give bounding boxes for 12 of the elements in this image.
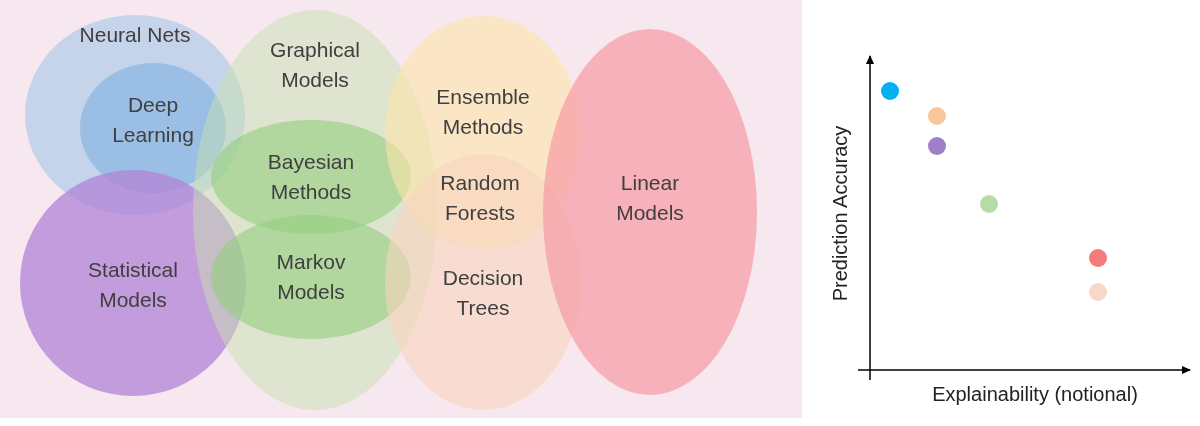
region-label: Decision Trees (441, 265, 525, 321)
region-label: Graphical Models (269, 37, 361, 93)
region-label: Bayesian Methods (266, 149, 356, 205)
region-label: Deep Learning (111, 92, 195, 148)
region-label: Markov Models (275, 249, 347, 305)
region-label: Statistical Models (87, 257, 179, 313)
region-label: Random Forests (439, 170, 521, 226)
region-label: Linear Models (615, 170, 685, 226)
axis-title: Prediction Accuracy (828, 124, 852, 304)
region-label: Neural Nets (78, 22, 192, 48)
region-label: Ensemble Methods (435, 84, 531, 140)
axis-title: Explainability (notional) (931, 383, 1139, 406)
